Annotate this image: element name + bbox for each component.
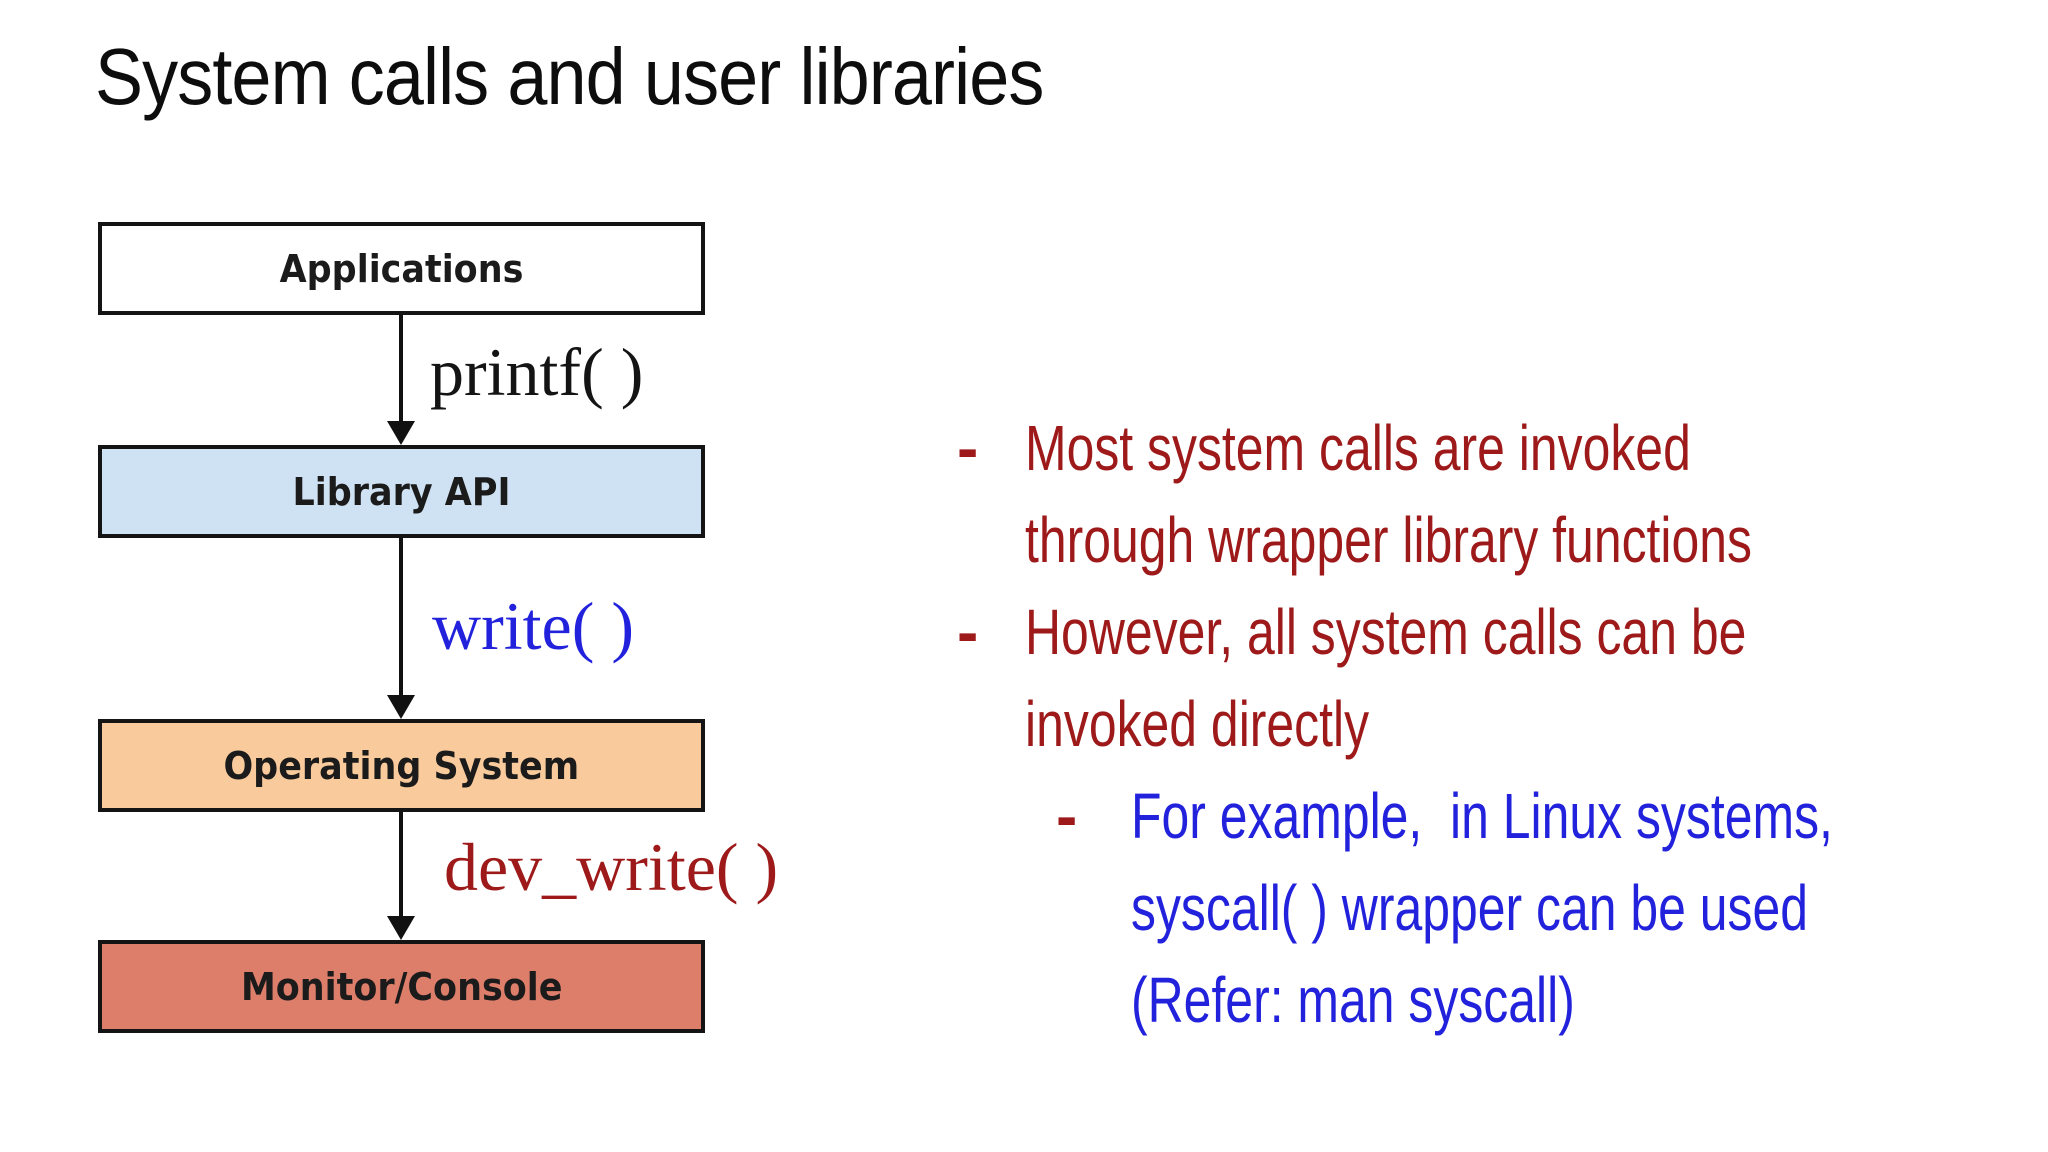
bullet-text: However, all system calls can be invoked… [1025,596,1747,760]
sub-bullet-item: - For example, in Linux systems, syscall… [1056,770,2048,1046]
sub-bullet-text: For example, in Linux systems, syscall( … [1131,780,1833,1036]
call-label-write: write( ) [432,588,635,664]
bullet-dash-icon: - [957,412,979,484]
flow-arrow-line [399,315,403,423]
diagram-box-library-api: Library API [98,445,705,538]
flow-arrow-line [399,538,403,697]
bullet-dash-icon: - [957,596,979,668]
diagram-box-applications: Applications [98,222,705,315]
bullet-item: - However, all system calls can be invok… [957,586,2048,770]
call-label-dev-write: dev_write( ) [444,829,779,905]
arrow-down-icon [387,916,415,940]
flow-arrow-line [399,812,403,918]
box-label-applications: Applications [279,246,524,291]
bullet-dash-icon: - [1056,780,1078,852]
diagram-box-monitor-console: Monitor/Console [98,940,705,1033]
arrow-down-icon [387,421,415,445]
box-label-monitor-console: Monitor/Console [240,964,563,1009]
bullet-item: - Most system calls are invoked through … [957,402,2048,586]
box-label-library-api: Library API [292,469,511,514]
box-label-operating-system: Operating System [223,743,580,788]
call-label-printf: printf( ) [430,334,644,410]
diagram-box-operating-system: Operating System [98,719,705,812]
bullet-text: Most system calls are invoked through wr… [1025,412,1752,576]
slide-title: System calls and user libraries [95,32,1044,121]
arrow-down-icon [387,695,415,719]
